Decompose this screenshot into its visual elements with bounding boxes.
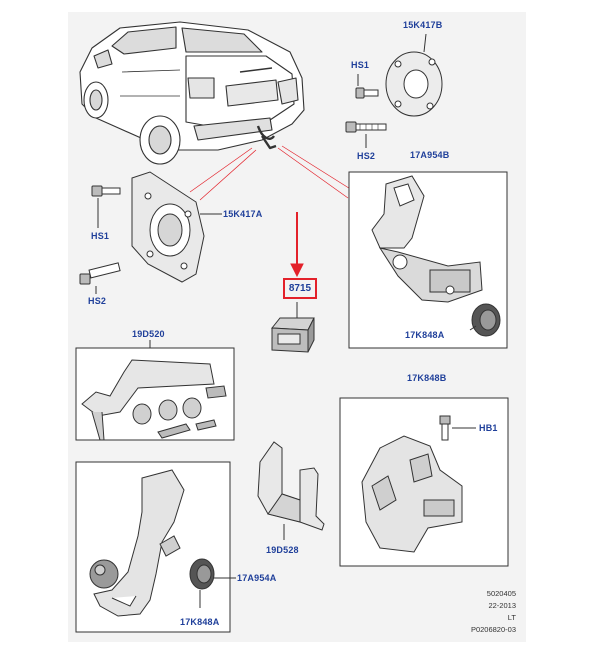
switch-module-8715 [271,302,315,353]
label-8715-highlighted: 8715 [283,278,317,299]
bolt-hs1-left [91,185,121,228]
label-hs1-left: HS1 [91,231,110,241]
flange-plate-15k417b [385,33,443,117]
coupling-17k848b [361,415,476,553]
footer-ref: 5020405 [486,589,516,598]
bolt-hs2-left [79,262,121,294]
bolt-hs1-top [355,74,379,99]
label-17a954b: 17A954B [410,150,450,160]
bracket-19d528 [257,441,325,540]
mounting-plate-15k417a [131,171,222,283]
label-15k417b: 15K417B [403,20,443,30]
label-17k848a-bottom: 17K848A [180,617,220,627]
label-17k848b: 17K848B [407,373,447,383]
label-19d520: 19D520 [132,329,165,339]
lock-knob-17k848a-bottom [189,558,215,608]
label-17a954a: 17A954A [237,573,277,583]
bolt-hs2-top [345,121,387,148]
callout-leaders [189,145,353,201]
footer-drawing: P0206820-03 [470,625,516,634]
footer-date: 22-2013 [488,601,516,610]
highlight-arrow [290,212,304,278]
tow-bracket-17a954b [371,175,483,303]
label-15k417a: 15K417A [223,209,263,219]
label-hb1: HB1 [479,423,498,433]
label-hs1-top: HS1 [351,60,370,70]
lock-knob-17k848a-right [469,303,501,337]
footer-code: LT [507,613,516,622]
label-hs2-left: HS2 [88,296,107,306]
label-17k848a-right: 17K848A [405,330,445,340]
vehicle-illustration [79,21,305,165]
tow-ball-17a954a [89,469,236,617]
socket-kit-19d520 [81,340,227,441]
label-hs2-top: HS2 [357,151,376,161]
label-19d528: 19D528 [266,545,299,555]
